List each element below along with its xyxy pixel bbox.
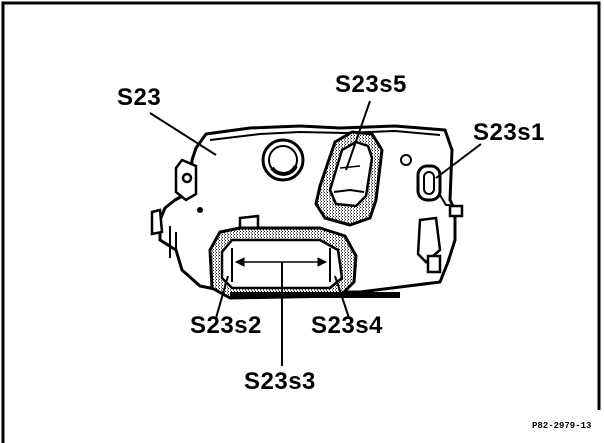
- left-mounting-clip: [150, 158, 198, 236]
- rocker-switch-s23s5: [314, 130, 384, 227]
- figure-reference-code: P82-2979-13: [532, 421, 592, 431]
- leader-lines: [149, 100, 482, 366]
- mounting-hole-right: [400, 154, 412, 166]
- round-boss: [261, 138, 305, 182]
- housing-top-ridge: [209, 129, 441, 141]
- label-s23s5: S23s5: [335, 71, 407, 98]
- small-switch-s23s1: [416, 164, 450, 206]
- label-s23s4: S23s4: [311, 312, 383, 339]
- right-side-clips: [416, 204, 464, 274]
- mounting-hole-left: [197, 207, 203, 213]
- label-s23s2: S23s2: [190, 312, 262, 339]
- housing-left-edge: [169, 226, 177, 258]
- housing-base: [230, 292, 400, 298]
- label-s23s3: S23s3: [244, 368, 316, 395]
- label-s23: S23: [117, 84, 162, 111]
- label-s23s1: S23s1: [473, 119, 545, 146]
